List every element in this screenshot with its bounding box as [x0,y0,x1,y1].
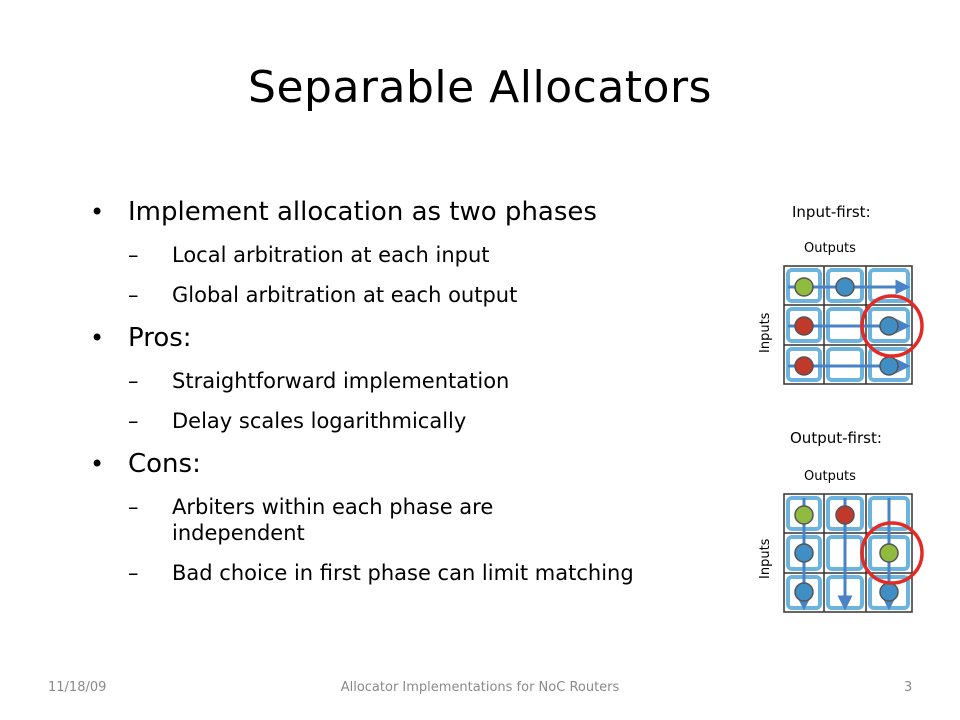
sub-bullet-text: Bad choice in first phase can limit matc… [172,561,634,585]
bullet-text: Pros: [128,323,192,353]
bullet-list: • Implement allocation as two phases – L… [88,196,748,600]
sub-bullet-bad-choice: – Bad choice in first phase can limit ma… [128,560,792,586]
sub-bullet-text: Arbiters within each phase are independe… [172,495,494,545]
dash-icon: – [128,409,139,433]
output-first-requests [794,505,899,602]
sub-bullet-text: Global arbitration at each output [172,283,518,307]
dash-icon: – [128,495,139,519]
bullet-text: Implement allocation as two phases [128,197,597,227]
input-first-grid [783,265,913,385]
dash-icon: – [128,283,139,307]
dash-icon: – [128,243,139,267]
input-first-heading: Input-first: [792,203,871,221]
dash-icon: – [128,369,139,393]
output-first-grid [783,493,913,613]
bullet-two-phases: • Implement allocation as two phases [88,196,748,228]
bullet-dot-icon: • [90,450,105,478]
sub-bullet-delay: – Delay scales logarithmically [128,408,748,434]
slide-title: Separable Allocators [248,62,712,113]
sub-bullet-independent: – Arbiters within each phase are indepen… [128,494,592,546]
sub-bullet-text: Delay scales logarithmically [172,409,467,433]
bullet-dot-icon: • [90,198,105,226]
bullet-dot-icon: • [90,324,105,352]
bullet-pros: • Pros: [88,322,748,354]
output-first-highlight-circle [860,521,924,585]
input-first-highlight-circle [860,294,924,358]
output-first-outputs-label: Outputs [804,469,856,484]
slide-number: 3 [904,680,913,695]
output-first-heading: Output-first: [790,429,882,447]
sub-bullet-global: – Global arbitration at each output [128,282,748,308]
footer-title: Allocator Implementations for NoC Router… [340,680,620,695]
dash-icon: – [128,561,139,585]
output-first-inputs-label: Inputs [758,538,773,579]
sub-bullet-text: Straightforward implementation [172,369,510,393]
sub-bullet-text: Local arbitration at each input [172,243,490,267]
bullet-text: Cons: [128,449,201,479]
bullet-cons: • Cons: [88,448,748,480]
input-first-requests [794,277,899,376]
input-first-inputs-label: Inputs [758,312,773,353]
footer-date: 11/18/09 [48,680,107,695]
sub-bullet-straightforward: – Straightforward implementation [128,368,748,394]
input-first-outputs-label: Outputs [804,241,856,256]
sub-bullet-local: – Local arbitration at each input [128,242,748,268]
